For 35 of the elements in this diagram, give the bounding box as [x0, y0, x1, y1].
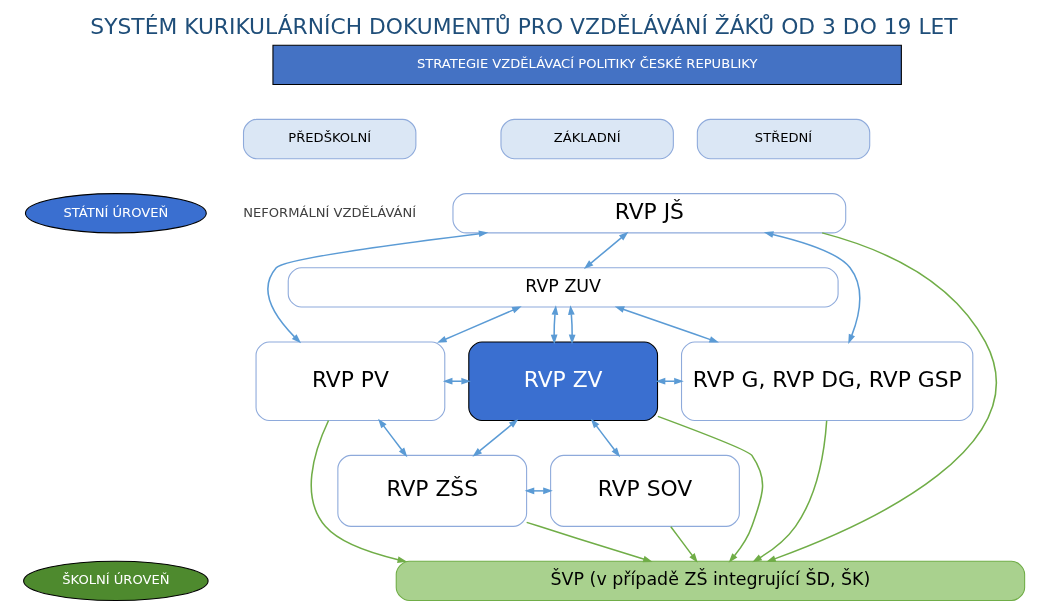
arrow: [765, 232, 996, 562]
arrow: [550, 305, 558, 345]
arrow: [471, 419, 518, 457]
arrow: [590, 418, 620, 458]
node-box: RVP PV: [255, 341, 445, 422]
node-box: RVP ZUV: [287, 267, 839, 308]
arrow: [436, 306, 522, 343]
node-box: PŘEDŠKOLNÍ: [242, 118, 416, 160]
node-box: RVP G, RVP DG, RVP GSP: [680, 341, 973, 422]
arrow: [656, 415, 763, 563]
node-box: RVP ZV: [467, 341, 658, 422]
arrow: [524, 487, 553, 495]
node-box: STŘEDNÍ: [696, 118, 870, 160]
node-box: RVP ZŠS: [336, 454, 527, 527]
arrow: [614, 306, 719, 343]
node-ellipse: STÁTNÍ ÚROVEŇ: [24, 193, 207, 234]
arrow: [669, 525, 698, 563]
node-box: RVP JŠ: [451, 193, 846, 234]
arrow: [583, 231, 628, 269]
arrow: [309, 419, 407, 563]
arrow: [763, 231, 860, 344]
arrow: [442, 377, 471, 385]
arrow: [525, 521, 653, 563]
label: NEFORMÁLNÍ VZDĚLÁVÁNÍ: [242, 204, 416, 220]
node-box: STRATEGIE VZDĚLÁVACÍ POLITIKY ČESKÉ REPUBLIKY: [271, 44, 902, 86]
node-box: RVP SOV: [549, 454, 740, 527]
arrow: [377, 418, 407, 458]
node-box: ŠVP (v případě ZŠ integrující ŠD, ŠK): [395, 560, 1025, 602]
arrow: [266, 230, 488, 344]
arrow: [655, 377, 684, 385]
arrow: [567, 305, 576, 345]
node-box: ZÁKLADNÍ: [499, 118, 674, 160]
node-ellipse: ŠKOLNÍ ÚROVEŇ: [22, 560, 209, 602]
arrow: [751, 419, 827, 563]
diagram-title: SYSTÉM KURIKULÁRNÍCH DOKUMENTŮ PRO VZDĚLÁVÁNÍ ŽÁKŮ OD 3 DO 19 LET: [89, 14, 958, 40]
